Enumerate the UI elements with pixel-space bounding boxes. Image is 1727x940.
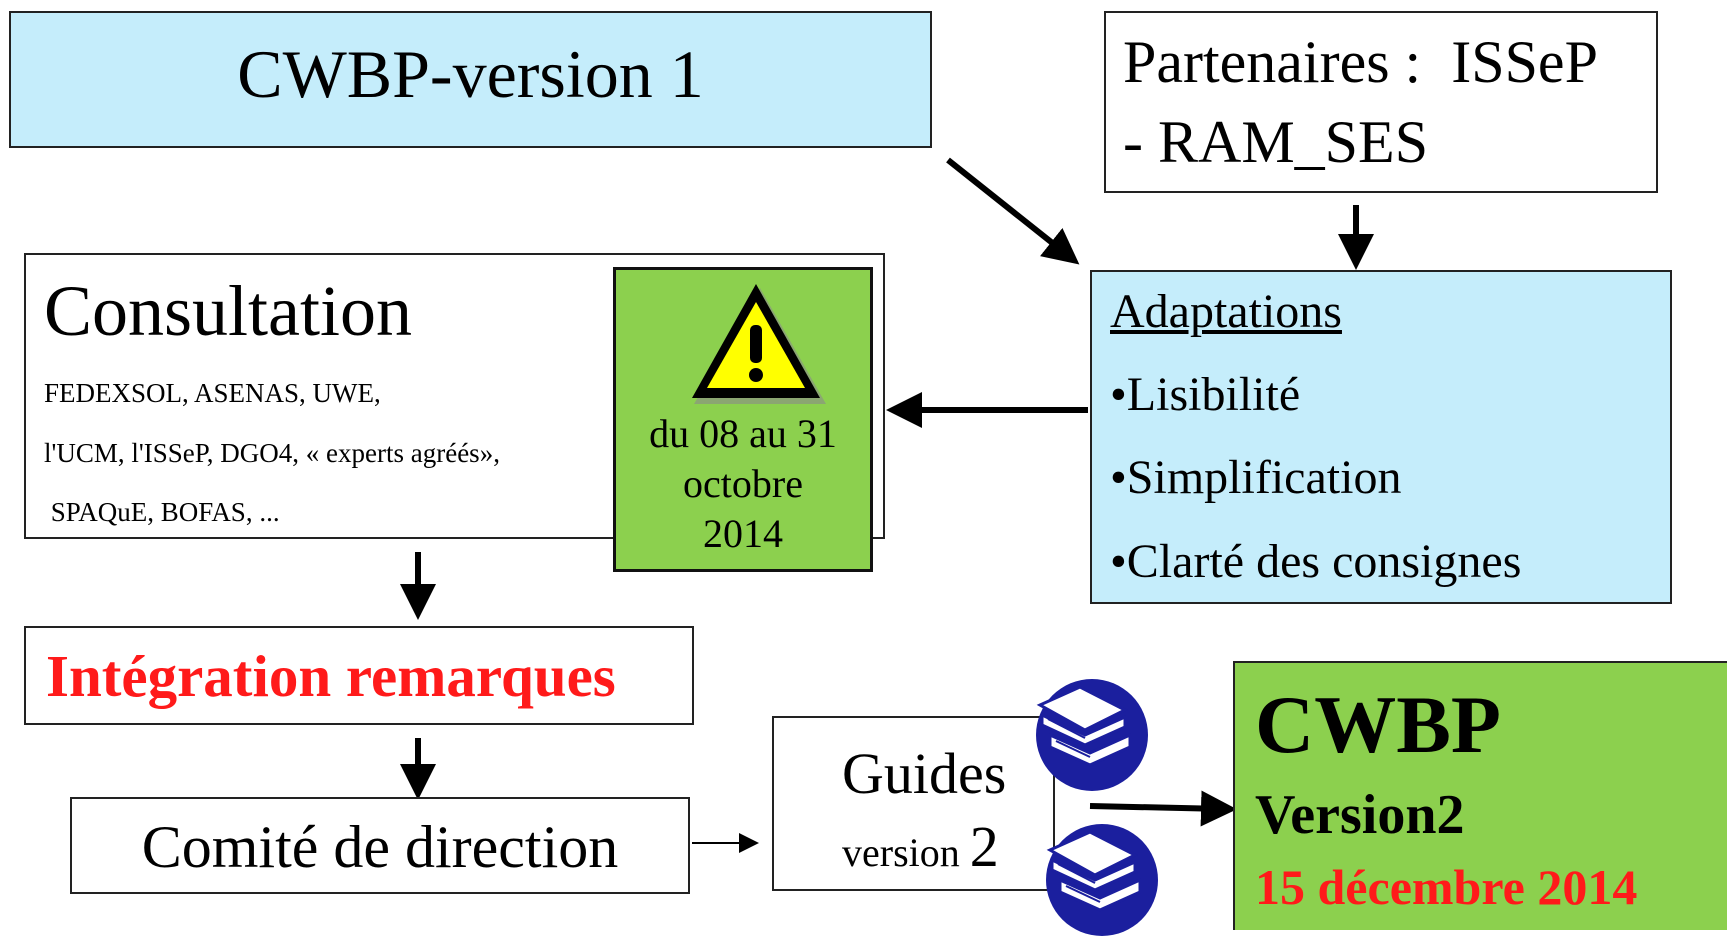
warning-icon [692, 284, 826, 404]
final-title: CWBP [1255, 679, 1501, 770]
warning-date-line1: du 08 au 31 [649, 411, 837, 456]
adaptations-item-clarte: •Clarté des consignes [1110, 535, 1522, 588]
comite-text: Comité de direction [141, 814, 619, 880]
guides-line1: Guides [842, 741, 1007, 806]
version1-title: CWBP-version 1 [237, 36, 704, 112]
warning-date-line3: 2014 [703, 511, 783, 556]
version1-box: CWBP-version 1 [9, 11, 932, 148]
consultation-heading: Consultation [44, 271, 413, 351]
integration-box: Intégration remarques [24, 626, 694, 725]
final-box: CWBP Version2 15 décembre 2014 [1233, 661, 1727, 930]
guides-version-number: 2 [969, 814, 999, 879]
final-date: 15 décembre 2014 [1255, 859, 1638, 915]
adaptations-item-lisibilite: •Lisibilité [1110, 368, 1301, 421]
guides-version-label: version [842, 830, 970, 875]
arrow-version1-to-adaptations [946, 157, 1080, 265]
guides-line2: version 2 [842, 813, 999, 880]
partners-line2: - RAM_SES [1123, 109, 1429, 175]
partners-box: Partenaires : ISSeP - RAM_SES [1104, 11, 1658, 193]
books-icon [1046, 824, 1158, 936]
adaptations-box: Adaptations •Lisibilité •Simplification … [1090, 270, 1672, 604]
warning-box: du 08 au 31 octobre 2014 [613, 267, 873, 572]
consultation-line3: SPAQuE, BOFAS, ... [44, 497, 280, 527]
partners-line1: Partenaires : ISSeP [1123, 29, 1598, 95]
arrow-guides-to-final [1089, 790, 1237, 827]
integration-text: Intégration remarques [46, 643, 616, 709]
guides-box: Guides version 2 [772, 716, 1055, 891]
final-version: Version2 [1255, 784, 1465, 846]
books-icon [1036, 679, 1148, 791]
warning-date-line2: octobre [683, 461, 803, 506]
adaptations-heading: Adaptations [1110, 285, 1342, 338]
consultation-line1: FEDEXSOL, ASENAS, UWE, [44, 378, 381, 408]
comite-box: Comité de direction [70, 797, 690, 894]
consultation-line2: l'UCM, l'ISSeP, DGO4, « experts agréés», [44, 438, 500, 468]
adaptations-item-simplification: •Simplification [1110, 451, 1402, 504]
